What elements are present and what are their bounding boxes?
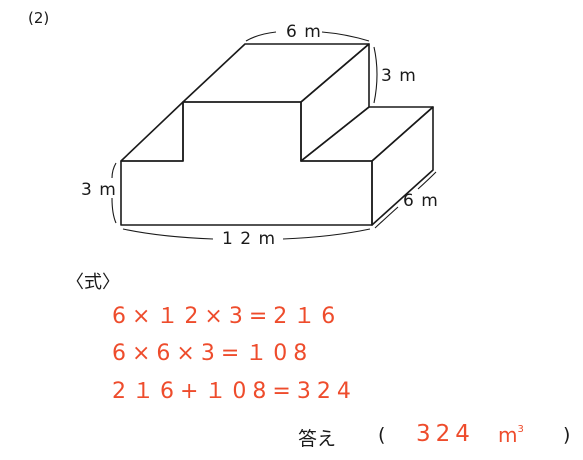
depth-label: 6 m xyxy=(403,191,439,211)
lower-height-label: 3 m xyxy=(81,180,117,200)
answer-unit-exponent: 3 xyxy=(517,424,524,435)
lower-right-face xyxy=(371,106,434,226)
equation-line-3: 2１6+１08=324 xyxy=(112,379,357,404)
top-width-dimension-right xyxy=(321,31,370,42)
lower-height-dimension-top xyxy=(111,162,117,179)
upper-top-face xyxy=(182,43,370,103)
problem-number: (2) xyxy=(28,9,50,27)
answer-value: 324 xyxy=(416,421,475,447)
step-solid-figure xyxy=(111,31,437,240)
length-dimension-left xyxy=(122,228,214,240)
right-ledge-face xyxy=(300,106,434,162)
equation-line-1: 6×１2×3=2１6 xyxy=(112,304,342,329)
equation-line-2: 6×6×3=１08 xyxy=(112,341,314,366)
answer-unit-base: m xyxy=(498,423,518,447)
upper-height-label: 3 m xyxy=(381,66,417,86)
lower-height-dimension-bottom xyxy=(111,197,117,224)
front-face xyxy=(120,101,373,226)
formula-label: 〈式〉 xyxy=(66,272,120,293)
answer-close-paren: ) xyxy=(563,424,571,446)
length-dimension-right xyxy=(282,228,371,240)
top-width-label: 6 m xyxy=(286,22,322,42)
upper-height-dimension xyxy=(373,46,378,104)
depth-dimension-left xyxy=(374,206,399,229)
answer-label: 答え xyxy=(298,428,337,450)
upper-right-face xyxy=(300,43,370,162)
answer-unit: m3 xyxy=(498,423,524,447)
top-width-dimension-left xyxy=(245,31,277,42)
length-label: 1 2 m xyxy=(222,229,276,249)
left-ledge-face xyxy=(120,101,184,162)
answer-open-paren: ( xyxy=(378,424,386,446)
depth-dimension-right xyxy=(417,171,437,190)
